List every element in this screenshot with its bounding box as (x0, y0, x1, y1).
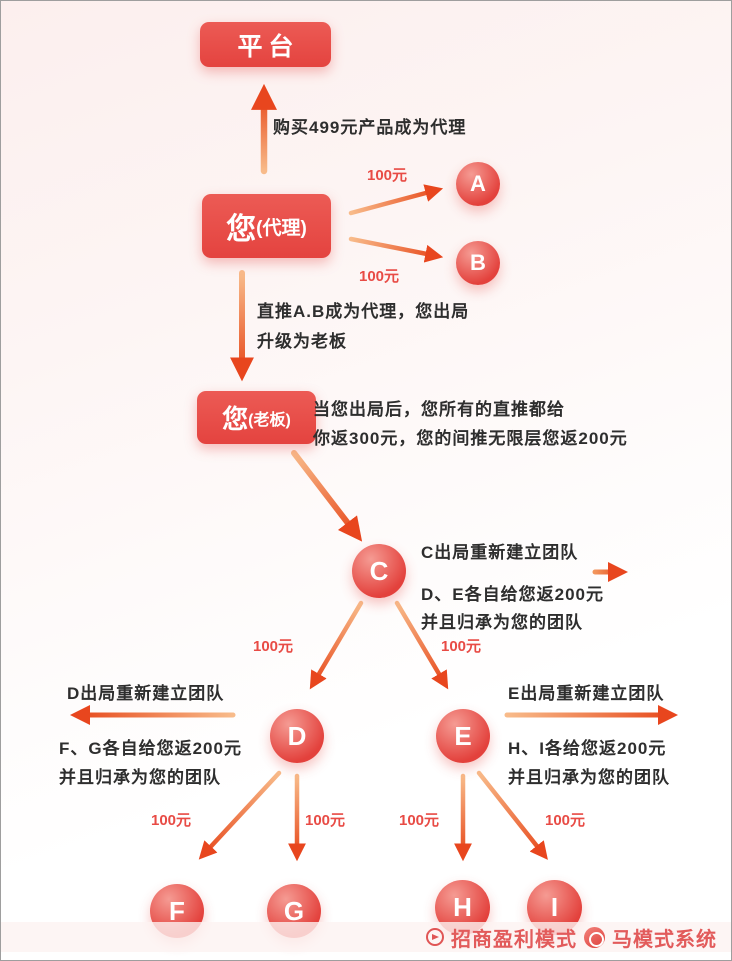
note-d-rebuild: D出局重新建立团队 (67, 684, 225, 703)
fee-label-c-d: 100元 (253, 638, 294, 655)
node-b: B (456, 241, 500, 285)
node-you-boss-label: 您 (222, 404, 249, 434)
note-d-line1: F、G各自给您返200元 (59, 739, 242, 758)
watermark-bar: 招商盈利模式 马模式系统 (1, 922, 731, 952)
node-platform-label: 平台 (237, 32, 300, 61)
note-e-line1: H、I各给您返200元 (508, 739, 667, 758)
note-e-rebuild: E出局重新建立团队 (508, 684, 665, 703)
node-c: C (352, 544, 406, 598)
note-c-rebuild: C出局重新建立团队 (421, 543, 579, 562)
note-promote-line1: 直推A.B成为代理，您出局 (257, 302, 470, 321)
fee-label-c-e: 100元 (441, 638, 482, 655)
fee-label-e-h: 100元 (399, 812, 440, 829)
node-you-agent-role: (代理) (256, 217, 307, 239)
node-c-label: C (369, 555, 389, 586)
note-boss-line2: 你返300元，您的间推无限层您返200元 (313, 429, 628, 448)
brand-badge-icon (584, 926, 605, 948)
watermark-text-left: 招商盈利模式 (451, 928, 577, 951)
arrow-agent-to-b (348, 236, 444, 263)
node-you-boss: 您 (老板) (197, 391, 316, 444)
node-you-agent: 您 (代理) (202, 194, 331, 258)
megaphone-icon (426, 928, 444, 946)
arrow-c-to-e (394, 600, 449, 690)
node-i-label: I (550, 892, 559, 922)
note-c-line2: 并且归承为您的团队 (421, 613, 583, 632)
arrow-boss-to-c (291, 450, 363, 542)
fee-label-d-g: 100元 (305, 812, 346, 829)
note-buy-product: 购买499元产品成为代理 (273, 118, 467, 137)
node-f-label: F (169, 895, 185, 926)
note-c-line1: D、E各自给您返200元 (421, 585, 604, 604)
node-h-label: H (453, 892, 472, 922)
fee-label-e-i: 100元 (545, 812, 586, 829)
node-a: A (456, 162, 500, 206)
node-e: E (436, 709, 490, 763)
node-platform: 平台 (200, 22, 331, 67)
arrow-d-to-f (198, 770, 282, 860)
node-you-boss-role: (老板) (248, 411, 291, 429)
note-e-line2: 并且归承为您的团队 (508, 768, 670, 787)
arrow-e-to-i (476, 770, 548, 860)
node-d-label: D (287, 720, 307, 751)
note-promote-line2: 升级为老板 (257, 332, 347, 351)
node-e-label: E (454, 720, 472, 751)
node-a-label: A (470, 171, 486, 196)
fee-label-agent-a: 100元 (367, 167, 408, 184)
node-d: D (270, 709, 324, 763)
fee-label-agent-b: 100元 (359, 268, 400, 285)
arrow-agent-to-a (348, 184, 444, 216)
watermark-text-right: 马模式系统 (612, 928, 717, 951)
note-d-line2: 并且归承为您的团队 (59, 768, 221, 787)
arrow-c-to-d (309, 600, 364, 690)
node-you-agent-label: 您 (226, 213, 257, 246)
node-b-label: B (470, 250, 486, 275)
node-g-label: G (283, 895, 305, 926)
fee-label-d-f: 100元 (151, 812, 192, 829)
note-boss-line1: 当您出局后，您所有的直推都给 (313, 400, 565, 419)
